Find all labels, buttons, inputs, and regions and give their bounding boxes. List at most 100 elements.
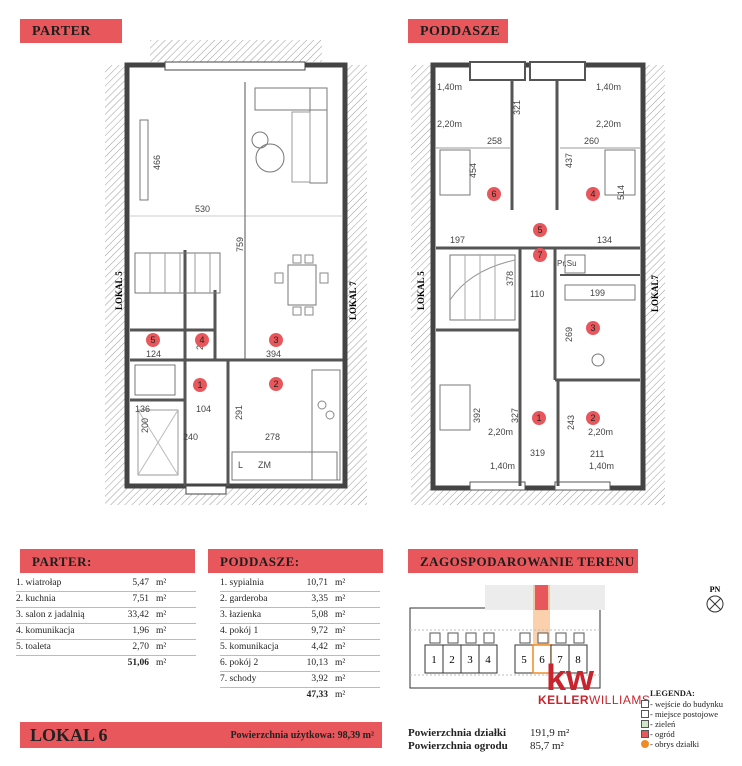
row-divider [16, 591, 196, 592]
area-unit: m² [335, 578, 346, 588]
svg-text:2: 2 [590, 413, 595, 423]
legend-item: - wejście do budynku [650, 699, 723, 709]
svg-text:466: 466 [152, 155, 162, 170]
svg-text:2,20m: 2,20m [588, 427, 613, 437]
floor-plans: 466 530 759 394 270 124 136 104 200 240 … [105, 40, 665, 505]
svg-text:1: 1 [536, 413, 541, 423]
svg-text:1,40m: 1,40m [589, 461, 614, 471]
svg-text:5: 5 [521, 654, 527, 666]
svg-text:392: 392 [472, 408, 482, 423]
garden-area-value: 85,7 m² [530, 740, 564, 752]
poddasze-header: PODDASZE [408, 19, 508, 43]
area-unit: m² [156, 594, 167, 604]
legend-item: - miejsce postojowe [650, 709, 718, 719]
site-header: ZAGOSPODAROWANIE TERENU [408, 549, 638, 573]
svg-text:PN: PN [710, 585, 721, 594]
room-area: 10,71 [306, 578, 328, 588]
svg-text:8: 8 [575, 654, 581, 666]
svg-text:3: 3 [273, 335, 278, 345]
svg-text:L: L [238, 460, 243, 470]
area-unit: m² [335, 642, 346, 652]
legend-title: LEGENDA: [650, 688, 695, 698]
svg-text:110: 110 [530, 289, 544, 299]
row-divider [220, 671, 380, 672]
room-name: 2. garderoba [220, 594, 268, 604]
row-divider [220, 591, 380, 592]
svg-text:2: 2 [449, 654, 455, 666]
row-divider [220, 607, 380, 608]
legend-swatch-icon [641, 730, 649, 738]
svg-text:4: 4 [590, 189, 595, 199]
room-name: 3. łazienka [220, 610, 262, 620]
svg-text:200: 200 [140, 418, 150, 433]
usable-area: Powierzchnia użytkowa: 98,39 m² [230, 730, 374, 741]
room-area: 1,96 [132, 626, 149, 636]
room-area: 5,08 [311, 610, 328, 620]
svg-text:6: 6 [539, 654, 545, 666]
svg-text:199: 199 [590, 288, 605, 298]
svg-text:211: 211 [590, 449, 604, 459]
area-unit: m² [156, 578, 167, 588]
room-area: 4,42 [311, 642, 328, 652]
svg-text:291: 291 [234, 405, 244, 420]
kw-logo: kw [546, 658, 595, 698]
room-name: 3. salon z jadalnią [16, 610, 85, 620]
total-area: 51,06 [127, 658, 149, 668]
room-name: 6. pokój 2 [220, 658, 259, 668]
room-area: 10,13 [306, 658, 328, 668]
svg-text:Pr,Su: Pr,Su [557, 259, 577, 268]
row-divider [16, 655, 196, 656]
room-name: 5. komunikacja [220, 642, 279, 652]
svg-text:2,20m: 2,20m [437, 119, 462, 129]
svg-text:1,40m: 1,40m [490, 461, 515, 471]
area-unit: m² [335, 658, 346, 668]
room-name: 7. schody [220, 674, 257, 684]
room-name: 5. toaleta [16, 642, 51, 652]
svg-text:759: 759 [235, 237, 245, 252]
svg-text:1: 1 [197, 380, 202, 390]
room-name: 1. wiatrołap [16, 578, 62, 588]
garden-area-label: Powierzchnia ogrodu [408, 740, 508, 752]
svg-text:LOKAL7: LOKAL7 [650, 274, 660, 312]
area-unit: m² [156, 610, 167, 620]
svg-text:319: 319 [530, 448, 545, 458]
svg-text:5: 5 [537, 225, 542, 235]
total-area: 47,33 [306, 690, 328, 700]
plot-area-value: 191,9 m² [530, 727, 570, 739]
svg-text:5: 5 [150, 335, 155, 345]
svg-text:321: 321 [512, 100, 522, 115]
parter-plan: 466 530 759 394 270 124 136 104 200 240 … [105, 40, 367, 505]
lokal-title: LOKAL 6 [30, 725, 108, 745]
svg-text:ZM: ZM [258, 460, 271, 470]
svg-text:LOKAL 5: LOKAL 5 [416, 271, 426, 310]
svg-text:243: 243 [566, 415, 576, 430]
row-divider [220, 655, 380, 656]
svg-text:4: 4 [485, 654, 491, 666]
svg-text:kw: kw [546, 658, 595, 698]
room-name: 2. kuchnia [16, 594, 56, 604]
svg-text:258: 258 [487, 136, 502, 146]
svg-text:327: 327 [510, 408, 520, 423]
svg-text:260: 260 [584, 136, 599, 146]
legend-item: - ogród [650, 729, 675, 739]
svg-text:136: 136 [135, 404, 150, 414]
room-name: 4. komunikacja [16, 626, 75, 636]
svg-text:269: 269 [564, 327, 574, 342]
row-divider [220, 623, 380, 624]
svg-text:LOKAL 7: LOKAL 7 [348, 281, 358, 320]
room-name: 1. sypialnia [220, 578, 264, 588]
svg-text:197: 197 [450, 235, 465, 245]
svg-text:6: 6 [491, 189, 496, 199]
row-divider [220, 639, 380, 640]
svg-text:2,20m: 2,20m [488, 427, 513, 437]
north-arrow-icon: PN [706, 585, 724, 613]
total-unit: m² [156, 658, 167, 668]
legend-swatch-icon [641, 710, 649, 718]
plot-area-label: Powierzchnia działki [408, 727, 507, 739]
svg-text:7: 7 [537, 250, 542, 260]
room-name: 4. pokój 1 [220, 626, 259, 636]
area-unit: m² [335, 626, 346, 636]
legend-item: - obrys działki [650, 739, 700, 749]
